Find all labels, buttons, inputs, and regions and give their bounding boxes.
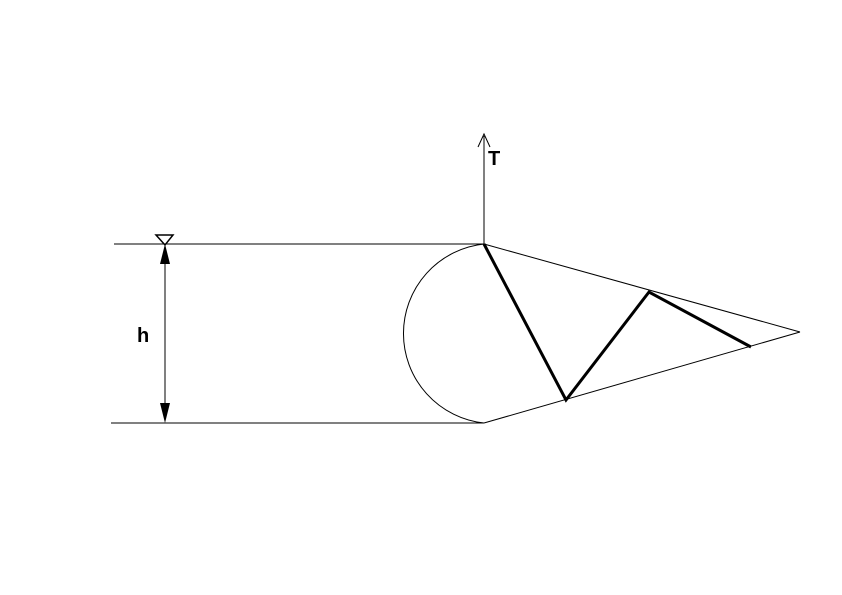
- depth-label: h: [137, 325, 149, 347]
- force-arrow-head-icon: [477, 132, 491, 148]
- force-label: T: [488, 148, 500, 170]
- water-level-marker-icon: [154, 234, 175, 247]
- zigzag-path: [482, 243, 752, 403]
- dimension-arrow-top-icon: [160, 244, 170, 264]
- semicircle-profile: [402, 243, 485, 424]
- dimension-arrow-bottom-icon: [160, 403, 170, 423]
- upper-taper-line: [483, 243, 801, 333]
- lower-taper-line: [483, 331, 801, 424]
